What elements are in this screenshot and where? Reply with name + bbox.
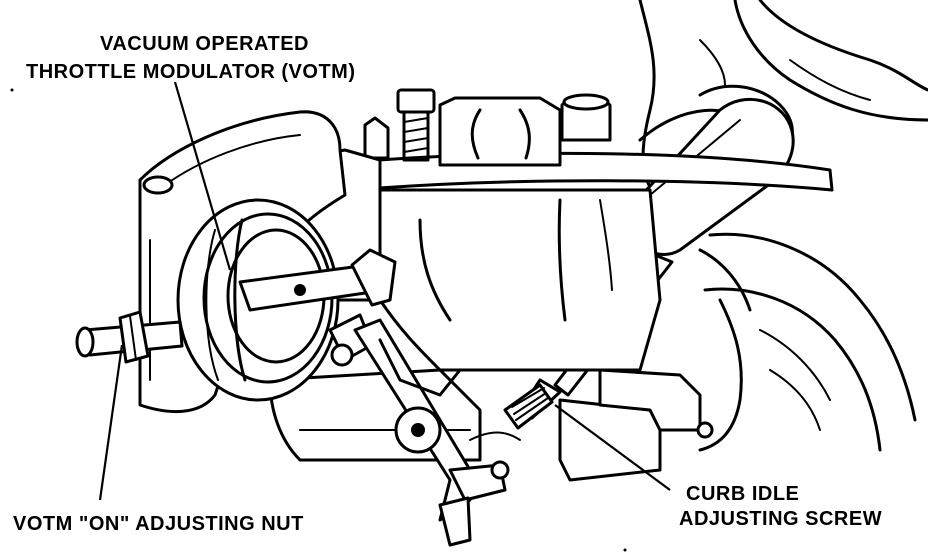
dot-mark [10, 88, 14, 92]
leader-lines [98, 81, 671, 501]
nut-label: VOTM "ON" ADJUSTING NUT [13, 513, 304, 535]
nut-leader [98, 344, 124, 501]
curb-idle-screw [490, 383, 554, 480]
votm-label-line1: VACUUM OPERATED [100, 33, 309, 55]
dot-mark [623, 548, 627, 552]
throttle-linkage [328, 248, 521, 547]
intake-hose [698, 232, 917, 452]
votm-rod [75, 310, 184, 364]
curb-screw-leader [554, 404, 671, 491]
votm-diaphragm [176, 198, 374, 402]
curb-label-line1: CURB IDLE [686, 483, 799, 505]
votm-label-line2: THROTTLE MODULATOR (VOTM) [26, 61, 356, 83]
votm-leader [173, 81, 232, 271]
curb-label-line2: ADJUSTING SCREW [679, 508, 882, 530]
